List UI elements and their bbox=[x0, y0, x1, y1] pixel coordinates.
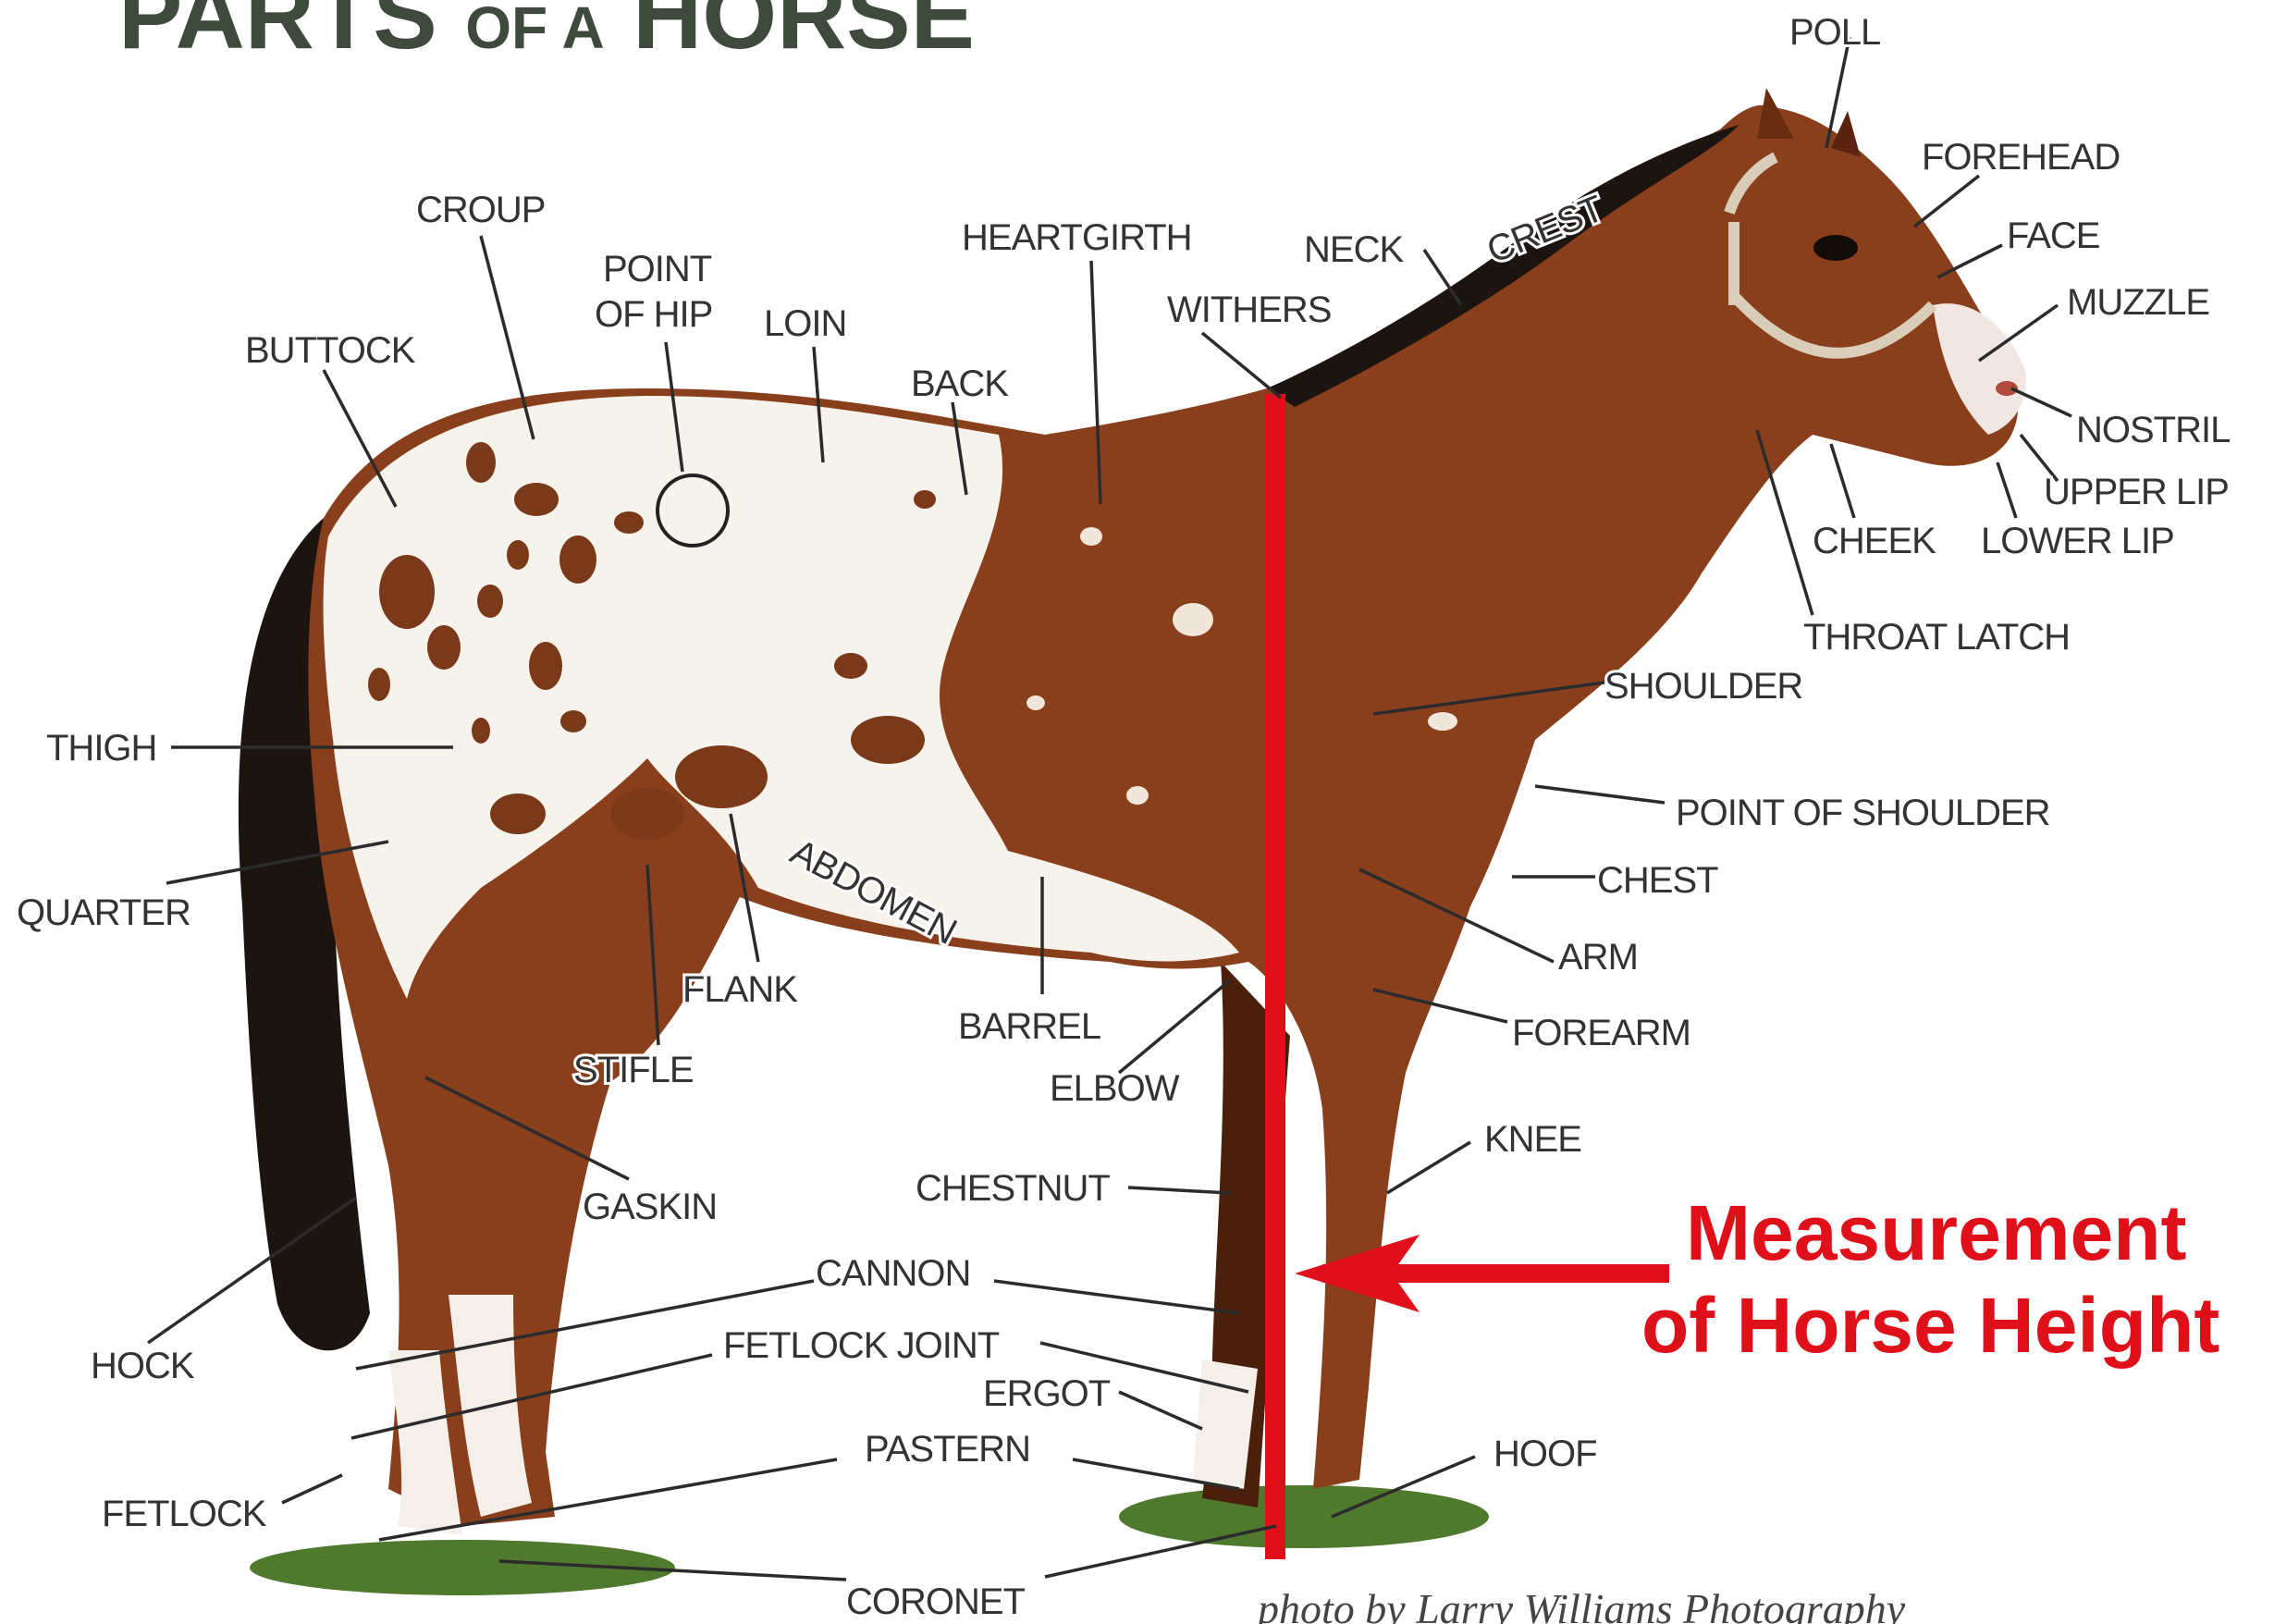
label-neck: NECK bbox=[1304, 229, 1404, 270]
leader-forehead bbox=[1914, 176, 1979, 227]
leader-cheek bbox=[1831, 444, 1854, 518]
label-buttock: BUTTOCK bbox=[245, 330, 416, 371]
measurement-caption-line1: Measurement bbox=[1686, 1189, 2187, 1276]
label-point-of-hip-line1: POINT bbox=[603, 249, 712, 289]
label-hoof: HOOF bbox=[1493, 1433, 1597, 1474]
label-fetlock-joint: FETLOCK JOINT bbox=[723, 1325, 1000, 1366]
title: PARTS OF A HORSE bbox=[118, 0, 975, 69]
label-quarter: QUARTER bbox=[17, 892, 191, 933]
label-point-of-shoulder: POINT OF SHOULDER bbox=[1676, 793, 2050, 833]
height-bar bbox=[1265, 394, 1285, 1559]
fleck bbox=[1428, 712, 1457, 731]
leader-knee bbox=[1387, 1142, 1470, 1193]
label-forehead: FOREHEAD bbox=[1922, 137, 2120, 178]
label-thigh: THIGH bbox=[46, 728, 156, 769]
spot bbox=[507, 540, 529, 570]
leader-lower-lip bbox=[1997, 462, 2016, 518]
label-muzzle: MUZZLE bbox=[2067, 282, 2209, 323]
spot bbox=[472, 718, 490, 744]
label-stifle: STIFLE bbox=[573, 1050, 694, 1090]
fleck bbox=[1173, 603, 1213, 636]
spot bbox=[529, 642, 562, 690]
spot bbox=[477, 584, 503, 618]
label-pastern: PASTERN bbox=[865, 1429, 1030, 1470]
spot bbox=[466, 442, 496, 483]
spot bbox=[427, 625, 461, 670]
fleck bbox=[1080, 527, 1102, 546]
label-throat-latch: THROAT LATCH bbox=[1803, 617, 2070, 658]
leader-ergot bbox=[1119, 1392, 1202, 1429]
label-face: FACE bbox=[2007, 215, 2099, 256]
label-loin: LOIN bbox=[764, 303, 846, 344]
spot bbox=[368, 668, 390, 701]
label-knee: KNEE bbox=[1484, 1119, 1581, 1160]
spot bbox=[675, 745, 768, 808]
leader-chestnut bbox=[1128, 1187, 1230, 1193]
spot bbox=[851, 716, 925, 764]
leader-cannon-front bbox=[994, 1281, 1239, 1313]
eye bbox=[1813, 235, 1858, 261]
label-cannon: CANNON bbox=[816, 1253, 970, 1294]
label-ergot: ERGOT bbox=[983, 1373, 1111, 1414]
label-chest: CHEST bbox=[1597, 860, 1718, 901]
spot bbox=[914, 490, 936, 509]
leader-point-of-shoulder bbox=[1535, 786, 1665, 803]
label-croup: CROUP bbox=[416, 190, 545, 230]
leader-elbow bbox=[1119, 980, 1230, 1073]
title-word-of-a: OF A bbox=[465, 0, 605, 61]
spot bbox=[379, 555, 435, 629]
label-upper-lip: UPPER LIP bbox=[2044, 472, 2229, 512]
label-fetlock: FETLOCK bbox=[102, 1494, 267, 1534]
label-elbow: ELBOW bbox=[1050, 1068, 1180, 1109]
fleck bbox=[1126, 786, 1149, 805]
label-shoulder: SHOULDER bbox=[1604, 666, 1802, 707]
spot bbox=[610, 788, 684, 840]
label-coronet: CORONET bbox=[846, 1581, 1026, 1622]
label-gaskin: GASKIN bbox=[583, 1187, 717, 1227]
spot bbox=[514, 483, 559, 516]
leader-withers bbox=[1202, 333, 1281, 398]
title-word-horse: HORSE bbox=[633, 0, 975, 69]
spot bbox=[559, 535, 596, 584]
photo-credit: photo by Larry Williams Photography bbox=[1255, 1585, 1906, 1624]
label-back: BACK bbox=[911, 363, 1009, 404]
label-chestnut: CHESTNUT bbox=[916, 1168, 1110, 1209]
label-poll: POLL bbox=[1789, 12, 1880, 53]
label-hock: HOCK bbox=[91, 1346, 195, 1386]
fleck bbox=[1026, 695, 1045, 710]
label-nostril: NOSTRIL bbox=[2076, 410, 2230, 450]
spot bbox=[560, 710, 586, 732]
horse-illustration bbox=[239, 88, 2026, 1595]
label-heartgirth: HEARTGIRTH bbox=[962, 217, 1192, 258]
label-forearm: FOREARM bbox=[1512, 1013, 1690, 1053]
label-cheek: CHEEK bbox=[1813, 521, 1936, 561]
label-point-of-hip-line2: OF HIP bbox=[595, 294, 712, 335]
title-word-parts: PARTS bbox=[118, 0, 437, 69]
leader-fetlock bbox=[282, 1475, 342, 1503]
measurement-caption-line2: of Horse Height bbox=[1641, 1282, 2219, 1369]
spot bbox=[834, 653, 867, 679]
spot bbox=[490, 794, 546, 834]
label-lower-lip: LOWER LIP bbox=[1981, 521, 2174, 561]
grass-front bbox=[1119, 1485, 1489, 1548]
spot bbox=[614, 511, 644, 534]
label-arm: ARM bbox=[1558, 937, 1638, 978]
label-withers: WITHERS bbox=[1167, 289, 1331, 330]
label-barrel: BARREL bbox=[958, 1006, 1100, 1047]
label-flank: FLANK bbox=[682, 969, 798, 1010]
